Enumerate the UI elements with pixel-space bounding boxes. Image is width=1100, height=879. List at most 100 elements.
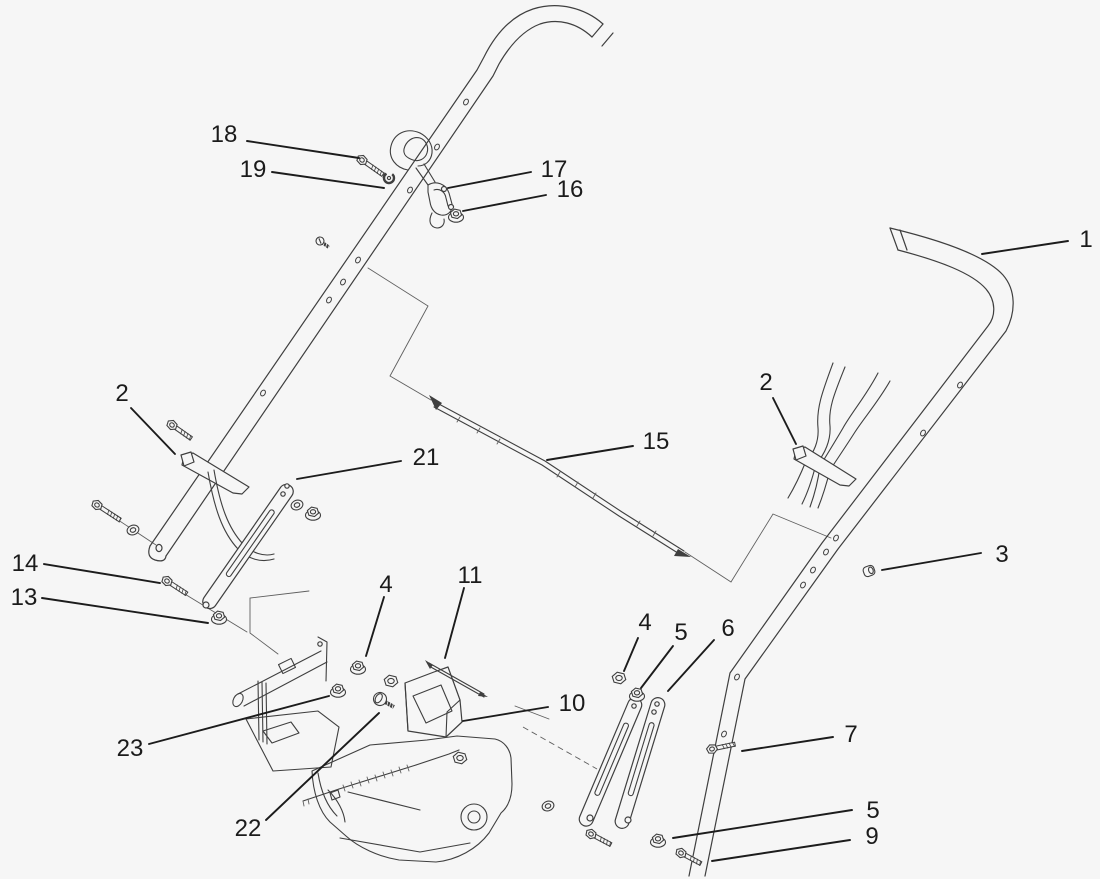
callout-2: 2: [115, 380, 176, 455]
upper-handle-tube: [148, 5, 614, 562]
tube-hole: [355, 256, 361, 264]
leader-line: [447, 171, 532, 189]
part-number: 16: [557, 176, 584, 203]
screw-upper: [315, 236, 330, 250]
washer-bracket-21: [290, 499, 304, 511]
nut-bracket-21: [304, 506, 322, 521]
bolt-18: [356, 154, 385, 178]
leader-line: [741, 736, 834, 752]
nut-center: [383, 674, 399, 688]
leader-line: [881, 552, 982, 571]
callout-14: 14: [12, 550, 161, 584]
leader-line: [667, 639, 715, 692]
part-number: 7: [844, 721, 857, 748]
leader-line: [462, 706, 549, 722]
leader-line: [462, 194, 547, 212]
mower-deck: [232, 636, 513, 863]
part-number: 1: [1079, 226, 1092, 253]
bolt-14: [161, 575, 189, 597]
bolt-9: [675, 847, 703, 867]
bolt-left-upper: [166, 419, 194, 441]
bolt-left-long: [91, 499, 122, 523]
leader-line: [271, 171, 385, 189]
callout-6: 6: [667, 615, 735, 692]
leader-line: [981, 240, 1069, 255]
leader-line: [41, 597, 209, 624]
nut-13: [210, 610, 228, 625]
washer-lower: [541, 800, 555, 812]
callout-17: 17: [447, 156, 567, 189]
tube-hole: [734, 673, 740, 681]
nut-16: [447, 208, 465, 223]
part-number: 14: [12, 550, 39, 577]
left-bracket-21: [202, 483, 294, 610]
leader-line: [672, 809, 853, 839]
leader-line: [130, 407, 176, 455]
callout-3: 3: [881, 541, 1009, 571]
callout-7: 7: [741, 721, 858, 752]
callout-4: 4: [365, 571, 393, 657]
part-number: 2: [115, 380, 128, 407]
leader-line: [246, 140, 360, 159]
tube-hole: [810, 566, 816, 574]
fasteners-layer: [91, 154, 876, 867]
part-number: 13: [11, 584, 38, 611]
part-number: 11: [458, 562, 483, 589]
nut-4-right: [611, 671, 627, 685]
callout-13: 13: [11, 584, 209, 624]
part-number: 2: [759, 369, 772, 396]
tube-hole: [463, 98, 469, 106]
part-number: 21: [413, 444, 440, 471]
callout-9: 9: [711, 823, 879, 862]
callout-5: 5: [640, 619, 688, 689]
leader-line: [265, 712, 380, 821]
callout-11: 11: [444, 562, 483, 659]
cable-tie-right: [793, 446, 857, 487]
cable-tie-left: [180, 451, 275, 562]
tube-hole: [721, 730, 727, 738]
part-number: 5: [866, 797, 879, 824]
lower-handle-tube: [688, 227, 1014, 877]
wire-harness: [787, 362, 891, 509]
tube-hole: [407, 186, 413, 194]
part-number: 4: [638, 609, 651, 636]
tube-hole: [260, 389, 266, 397]
part-number: 23: [117, 735, 144, 762]
callout-1: 1: [981, 226, 1093, 255]
part-number: 9: [865, 823, 878, 850]
part-number: 15: [643, 428, 670, 455]
tube-hole: [823, 548, 829, 556]
leader-line: [43, 563, 161, 584]
reference-lines: [99, 267, 832, 770]
callout-19: 19: [240, 156, 385, 189]
tube-hole: [434, 143, 440, 151]
callout-18: 18: [211, 121, 360, 159]
washer-left: [126, 524, 140, 536]
control-cable: [429, 395, 691, 557]
leader-line: [640, 645, 674, 689]
callout-2: 2: [759, 369, 797, 445]
leader-line: [148, 695, 330, 745]
callout-4: 4: [623, 609, 652, 672]
nut-deck: [452, 751, 468, 765]
part-number: 19: [240, 156, 267, 183]
part-number: 10: [559, 690, 586, 717]
leader-line: [711, 839, 851, 862]
callout-22: 22: [235, 712, 380, 842]
handle-clamp-assembly: [389, 130, 455, 229]
callout-5: 5: [672, 797, 880, 839]
part-number: 5: [674, 619, 687, 646]
tube-hole: [326, 296, 332, 304]
part-number: 6: [721, 615, 734, 642]
nut-4-left: [349, 660, 367, 675]
leader-line: [365, 596, 385, 657]
bolt-lower-left: [585, 828, 613, 848]
callout-21: 21: [296, 444, 440, 480]
leader-line: [444, 587, 465, 659]
tube-hole: [957, 381, 963, 389]
mounting-bracket-10: [404, 660, 488, 738]
nut-5-lower: [649, 833, 667, 848]
